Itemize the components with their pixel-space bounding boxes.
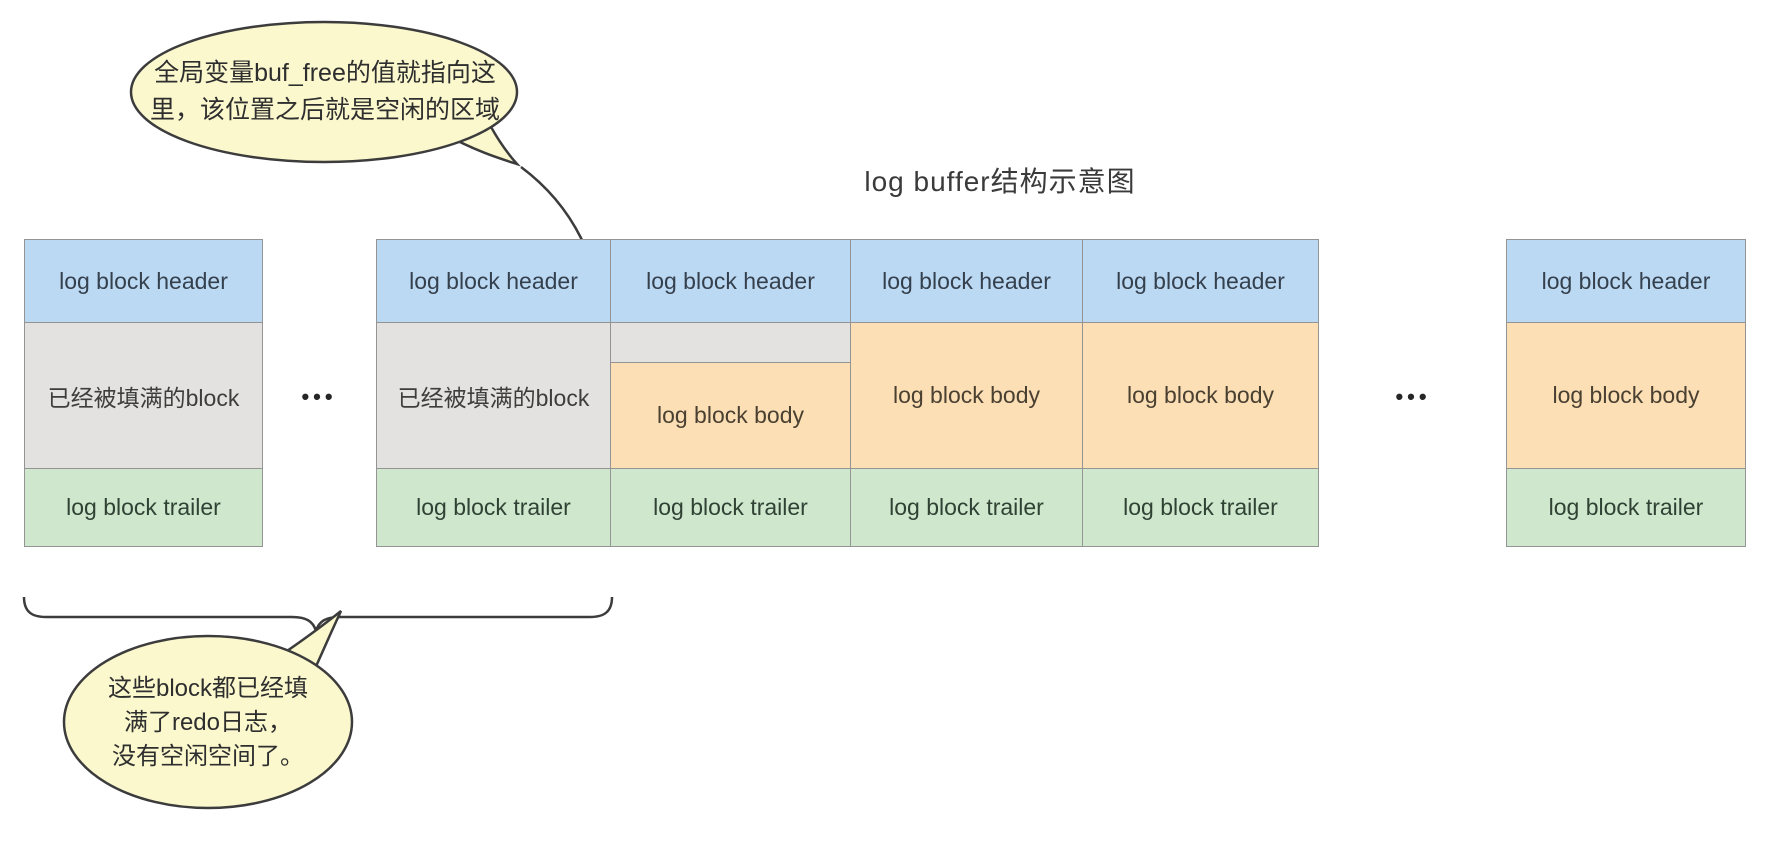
filled-blocks-brace xyxy=(22,596,614,636)
log-block-2-body-filled: 已经被填满的block xyxy=(377,323,610,469)
log-block-3: log block header log block body log bloc… xyxy=(610,239,851,547)
ellipsis-left: ••• xyxy=(301,384,337,409)
top-callout-line-1: 全局变量buf_free的值就指向这 xyxy=(154,59,496,87)
log-block-3-body: log block body xyxy=(611,323,850,469)
log-block-1-body-filled: 已经被填满的block xyxy=(25,323,262,469)
log-block-2-header: log block header xyxy=(377,240,610,323)
log-block-3-header: log block header xyxy=(611,240,850,323)
log-block-6-header: log block header xyxy=(1507,240,1745,323)
log-block-1-trailer: log block trailer xyxy=(25,469,262,546)
ellipsis-right: ••• xyxy=(1395,384,1431,409)
log-block-5-trailer: log block trailer xyxy=(1083,469,1318,546)
log-block-6: log block header log block body log bloc… xyxy=(1506,239,1746,547)
bottom-callout-line-1: 这些block都已经填 xyxy=(107,675,309,702)
log-block-6-trailer: log block trailer xyxy=(1507,469,1745,546)
bottom-callout-line-2: 满了redo日志， xyxy=(123,709,293,736)
log-block-5: log block header log block body log bloc… xyxy=(1082,239,1319,547)
log-block-2: log block header 已经被填满的block log block t… xyxy=(376,239,611,547)
log-block-4-header: log block header xyxy=(851,240,1082,323)
log-block-5-body: log block body xyxy=(1083,323,1318,469)
log-block-1-header: log block header xyxy=(25,240,262,323)
log-block-6-body: log block body xyxy=(1507,323,1745,469)
log-block-3-body-used-part xyxy=(611,323,850,363)
log-block-1: log block header 已经被填满的block log block t… xyxy=(24,239,263,547)
log-block-4-body: log block body xyxy=(851,323,1082,469)
log-block-4: log block header log block body log bloc… xyxy=(850,239,1083,547)
log-block-3-body-free-part: log block body xyxy=(611,363,850,468)
top-callout-text: 全局变量buf_free的值就指向这 里，该位置之后就是空闲的区域 xyxy=(124,55,526,129)
log-block-3-trailer: log block trailer xyxy=(611,469,850,546)
log-block-4-trailer: log block trailer xyxy=(851,469,1082,546)
log-block-5-header: log block header xyxy=(1083,240,1318,323)
bottom-callout-line-3: 没有空闲空间了。 xyxy=(112,743,304,770)
bottom-callout-text: 这些block都已经填 满了redo日志， 没有空闲空间了。 xyxy=(63,672,353,774)
top-callout-line-2: 里，该位置之后就是空闲的区域 xyxy=(149,96,500,124)
diagram-title: log buffer结构示意图 xyxy=(864,166,1136,197)
log-block-2-trailer: log block trailer xyxy=(377,469,610,546)
